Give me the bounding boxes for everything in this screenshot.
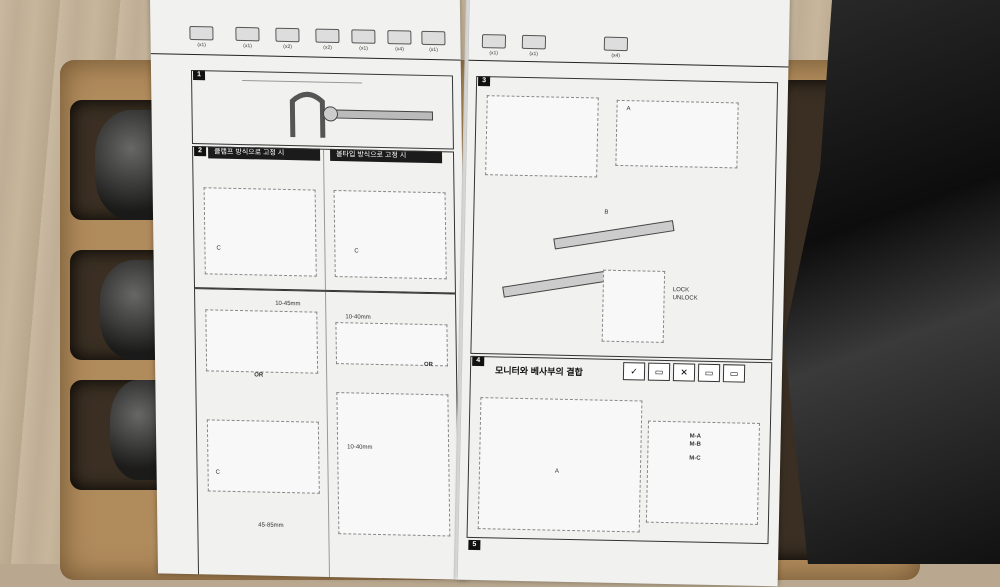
part-item: (x1) xyxy=(230,25,264,50)
step-4-box: 모니터와 베사부의 결합 ✓ ▭ ✕ ▭ ▭ A M-A M-B M-C xyxy=(466,355,773,545)
part-item: (x1) xyxy=(517,33,551,58)
or-label: OR xyxy=(254,372,264,379)
part-item: (x1) xyxy=(346,27,380,52)
step-number: 5 xyxy=(468,539,481,551)
clamp-assembly-diagram xyxy=(206,419,320,494)
part-item: (x4) xyxy=(382,28,416,53)
monitor-icon: ▭ xyxy=(722,364,746,383)
parts-list-continued: (x1) (x1) (x4) xyxy=(468,0,790,68)
arm-attach-diagram xyxy=(485,95,599,178)
lock-detail-diagram xyxy=(601,269,666,343)
manual-right-page: (x1) (x1) (x4) 3 A B LOCK UNLOCK 4 모니터와 … xyxy=(457,0,790,587)
screw-size-diagram xyxy=(645,420,760,525)
parts-list: (x1) (x1) (x2) (x2) (x1) (x4) (x1) xyxy=(149,0,461,61)
part-item: (x1) xyxy=(184,24,218,49)
monitor-icon: ▭ xyxy=(697,363,721,383)
part-item: (x4) xyxy=(599,35,633,60)
check-icon: ✓ xyxy=(622,362,646,381)
grommet-range-label: 10-40mm xyxy=(345,314,371,321)
part-item: (x2) xyxy=(310,26,344,51)
clamp-mount-diagram xyxy=(205,309,319,374)
unlock-label: UNLOCK xyxy=(672,295,698,302)
vesa-bracket-diagram xyxy=(615,99,739,169)
step-4-title: 모니터와 베사부의 결합 xyxy=(494,365,583,378)
monitor-icon: ▭ xyxy=(647,362,671,382)
screw-label-mc: M-C xyxy=(689,455,701,462)
drill-diagram xyxy=(336,392,451,537)
part-item: (x1) xyxy=(477,32,511,57)
manual-left-page: (x1) (x1) (x2) (x2) (x1) (x4) (x1) 1 2 클… xyxy=(149,0,468,580)
instruction-manual: (x1) (x1) (x2) (x2) (x1) (x4) (x1) 1 2 클… xyxy=(148,0,800,587)
grommet-diagram xyxy=(333,189,447,280)
desk-thickness-diagram xyxy=(335,322,448,367)
screw-label-ma: M-A xyxy=(689,433,702,440)
lock-label: LOCK xyxy=(672,287,690,294)
vesa-mount-diagram xyxy=(477,397,643,533)
part-item: (x2) xyxy=(270,26,304,51)
dual-arm-diagram xyxy=(502,220,675,298)
or-label: OR xyxy=(423,361,434,369)
screw-label-mb: M-B xyxy=(689,441,701,448)
step-2-detail-box: 10-45mm 10-40mm OR OR 10-40mm C 45-85mm xyxy=(194,288,461,580)
step-1-box xyxy=(190,69,454,150)
clamp-range-label: 10-45mm xyxy=(275,300,301,308)
part-item: (x1) xyxy=(416,29,450,54)
clamp-range-label-2: 45-85mm xyxy=(258,522,284,530)
arm-pole-diagram xyxy=(289,91,434,138)
cross-icon: ✕ xyxy=(672,363,696,382)
clamp-diagram xyxy=(203,187,317,277)
step-2-box: C C xyxy=(192,146,456,294)
step-3-box: A B LOCK UNLOCK xyxy=(470,75,779,361)
mount-icons: ✓ ▭ ✕ ▭ ▭ xyxy=(622,362,746,383)
drill-range-label: 10-40mm xyxy=(347,444,373,451)
